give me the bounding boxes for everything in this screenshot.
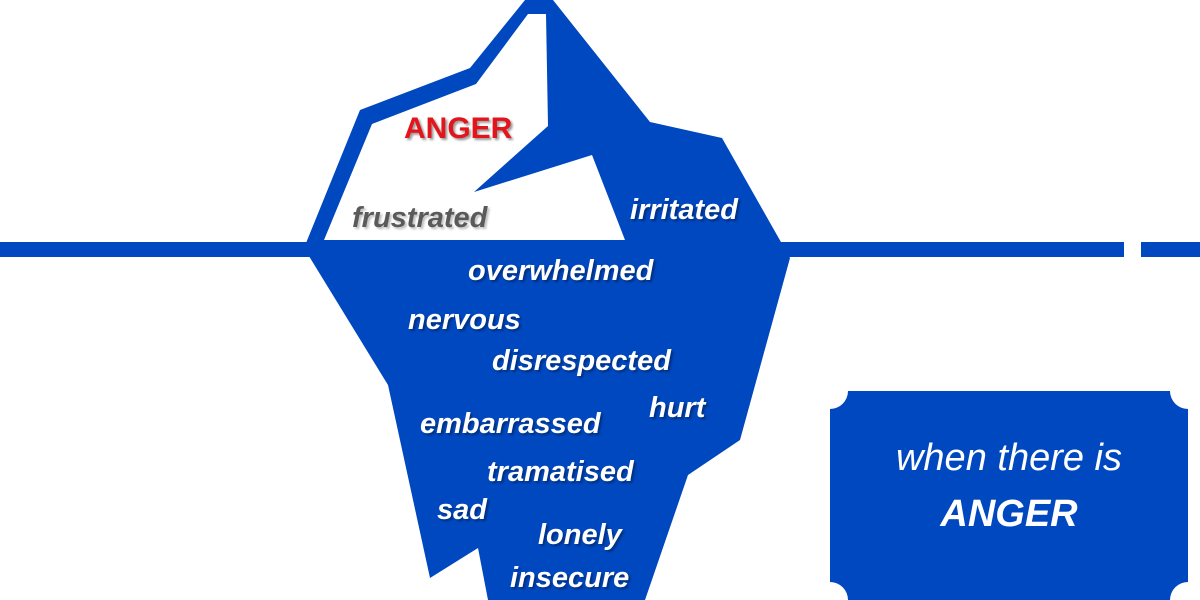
tip-label-anger: ANGER xyxy=(404,114,512,144)
emotion-label-disrespected: disrespected xyxy=(492,347,671,376)
emotion-label-tramatised: tramatised xyxy=(487,458,634,487)
emotion-label-overwhelmed: overwhelmed xyxy=(468,257,653,286)
callout-text: when there is ANGER xyxy=(830,430,1188,542)
emotion-label-frustrated: frustrated xyxy=(352,204,487,233)
emotion-label-nervous: nervous xyxy=(408,306,521,335)
waterline-left xyxy=(0,242,320,257)
emotion-label-irritated: irritated xyxy=(630,196,738,225)
waterline-right xyxy=(770,242,1124,257)
waterline-right-segment xyxy=(1141,242,1200,257)
emotion-label-lonely: lonely xyxy=(538,521,622,550)
callout-line-2: ANGER xyxy=(830,486,1188,542)
emotion-label-sad: sad xyxy=(437,496,487,525)
emotion-label-hurt: hurt xyxy=(649,394,705,423)
emotion-label-embarrassed: embarrassed xyxy=(420,410,601,439)
callout-line-1: when there is xyxy=(896,437,1122,479)
emotion-label-insecure: insecure xyxy=(510,564,629,593)
